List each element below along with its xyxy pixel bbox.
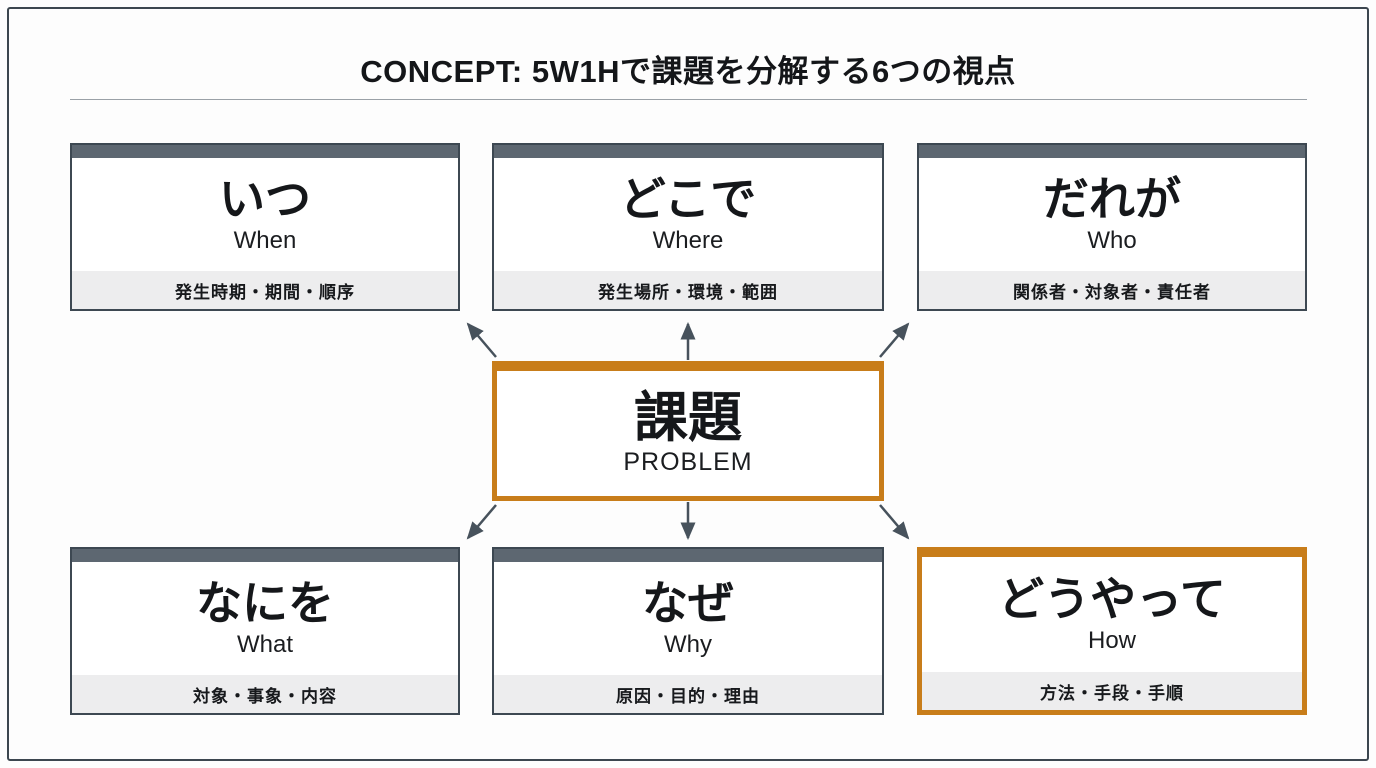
box-when-body: いつ When [72,158,458,271]
center-problem-box: 課題 PROBLEM [492,361,884,501]
box-why-detail: 原因・目的・理由 [494,675,882,713]
outer-frame [7,7,1369,761]
box-what-title-en: What [236,631,293,659]
box-what-body: なにを What [72,562,458,675]
box-who: だれが Who 関係者・対象者・責任者 [917,143,1307,311]
page-title: CONCEPT: 5W1Hで課題を分解する6つの視点 [360,54,1016,89]
box-who-title-ja: だれが [1043,172,1181,225]
box-when-title-en: When [233,227,297,255]
box-how-detail: 方法・手段・手順 [922,672,1302,710]
box-when: いつ When 発生時期・期間・順序 [70,143,460,311]
box-where-header-bar [494,145,882,158]
box-who-body: だれが Who [919,158,1305,271]
box-who-detail: 関係者・対象者・責任者 [919,271,1305,309]
box-what-title-ja: なにを [196,576,334,629]
box-how-body: どうやって How [922,557,1302,672]
title-divider [70,99,1307,100]
box-why: なぜ Why 原因・目的・理由 [492,547,884,715]
box-what-header-bar [72,549,458,562]
box-why-header-bar [494,549,882,562]
box-why-body: なぜ Why [494,562,882,675]
box-what: なにを What 対象・事象・内容 [70,547,460,715]
box-when-title-ja: いつ [219,172,311,225]
box-where-detail: 発生場所・環境・範囲 [494,271,882,309]
box-how: どうやって How 方法・手段・手順 [917,547,1307,715]
box-where-title-en: Where [652,227,724,255]
box-when-detail: 発生時期・期間・順序 [72,271,458,309]
box-who-title-en: Who [1087,227,1137,255]
box-where: どこで Where 発生場所・環境・範囲 [492,143,884,311]
box-why-title-en: Why [664,631,712,659]
box-where-body: どこで Where [494,158,882,271]
box-how-title-ja: どうやって [998,572,1226,625]
center-problem-title-en: PROBLEM [623,448,753,477]
box-how-title-en: How [1087,627,1136,655]
box-when-header-bar [72,145,458,158]
box-who-header-bar [919,145,1305,158]
center-problem-title-ja: 課題 [634,387,742,448]
box-why-title-ja: なぜ [642,576,734,629]
box-what-detail: 対象・事象・内容 [72,675,458,713]
box-where-title-ja: どこで [619,172,757,225]
